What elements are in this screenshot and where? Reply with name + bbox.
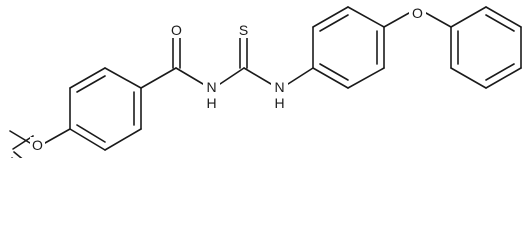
bonds <box>12 6 522 151</box>
carbonyl-oxygen-label: O <box>169 22 184 38</box>
amide-nitrogen-text: N <box>206 79 216 95</box>
thioamide-hydrogen-text: H <box>274 95 284 111</box>
amide-nh-label: N H <box>203 78 220 111</box>
thione-sulfur-label: S <box>236 22 251 38</box>
methoxy-oxygen-label: O <box>30 137 45 153</box>
ether-oxygen-label: O <box>409 5 426 21</box>
carbonyl-oxygen-text: O <box>171 22 182 38</box>
chemical-structure-diagram: O O S N H N H O <box>9 5 522 158</box>
amide-hydrogen-text: H <box>206 95 216 111</box>
atom-labels: O O S N H N H O <box>30 5 426 153</box>
ether-oxygen-text: O <box>412 5 423 21</box>
methoxy-substituent <box>9 128 71 144</box>
thione-sulfur-text: S <box>239 22 248 38</box>
bond-lines <box>13 151 23 158</box>
thioamide-nitrogen-text: N <box>274 79 284 95</box>
thioamide-nh-label: N H <box>271 78 288 111</box>
methoxy-oxygen-text: O <box>32 137 43 153</box>
